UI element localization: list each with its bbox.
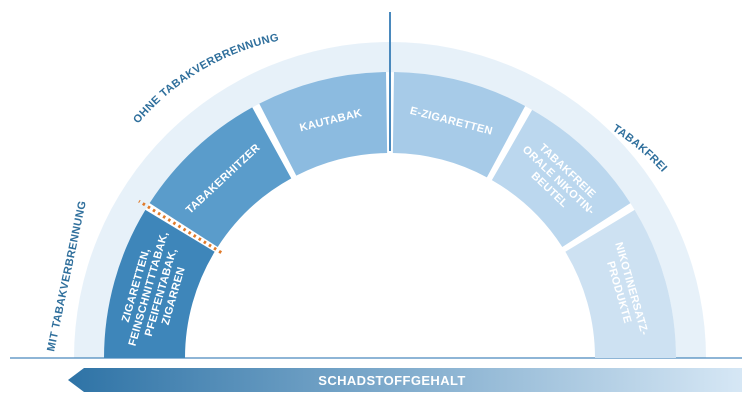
- harm-arrow-label: SCHADSTOFFGEHALT: [318, 373, 465, 388]
- segment-ecig: [392, 72, 526, 178]
- segments-group: ZIGARETTEN,FEINSCHNITTTABAK,PFEIFENTABAK…: [104, 72, 676, 358]
- combustion-divider: [138, 199, 223, 254]
- segment-heater: [149, 107, 292, 247]
- harm-arrow: [68, 368, 742, 392]
- segment-nrt: [565, 209, 676, 358]
- segment-pouches: [491, 109, 631, 247]
- segment-cigarettes: [104, 209, 215, 358]
- segment-chewing: [259, 72, 388, 176]
